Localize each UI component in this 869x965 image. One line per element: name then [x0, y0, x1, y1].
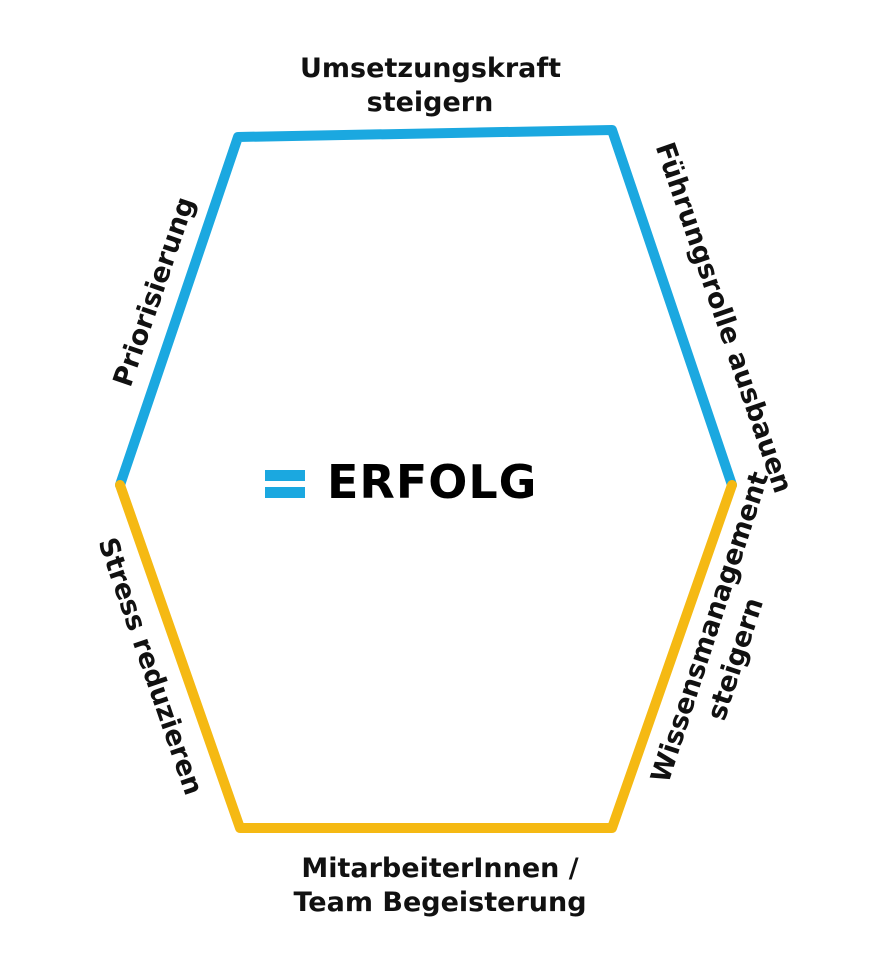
- hexagon-lower-half: [115, 480, 737, 833]
- edge-label-bottom: MitarbeiterInnen / Team Begeisterung: [280, 852, 600, 920]
- hexagon-upper-half: [115, 125, 737, 490]
- edge-label-bottom-line2: Team Begeisterung: [293, 887, 587, 918]
- edge-label-bottom-line1: MitarbeiterInnen /: [301, 853, 579, 884]
- center-label: ERFOLG: [327, 455, 538, 509]
- equals-icon: [265, 465, 307, 499]
- edge-label-top-line1: Umsetzungskraft: [300, 53, 562, 84]
- edge-label-top-line2: steigern: [366, 87, 494, 118]
- center-result: ERFOLG: [265, 455, 537, 509]
- edge-label-top: Umsetzungskraft steigern: [300, 52, 562, 120]
